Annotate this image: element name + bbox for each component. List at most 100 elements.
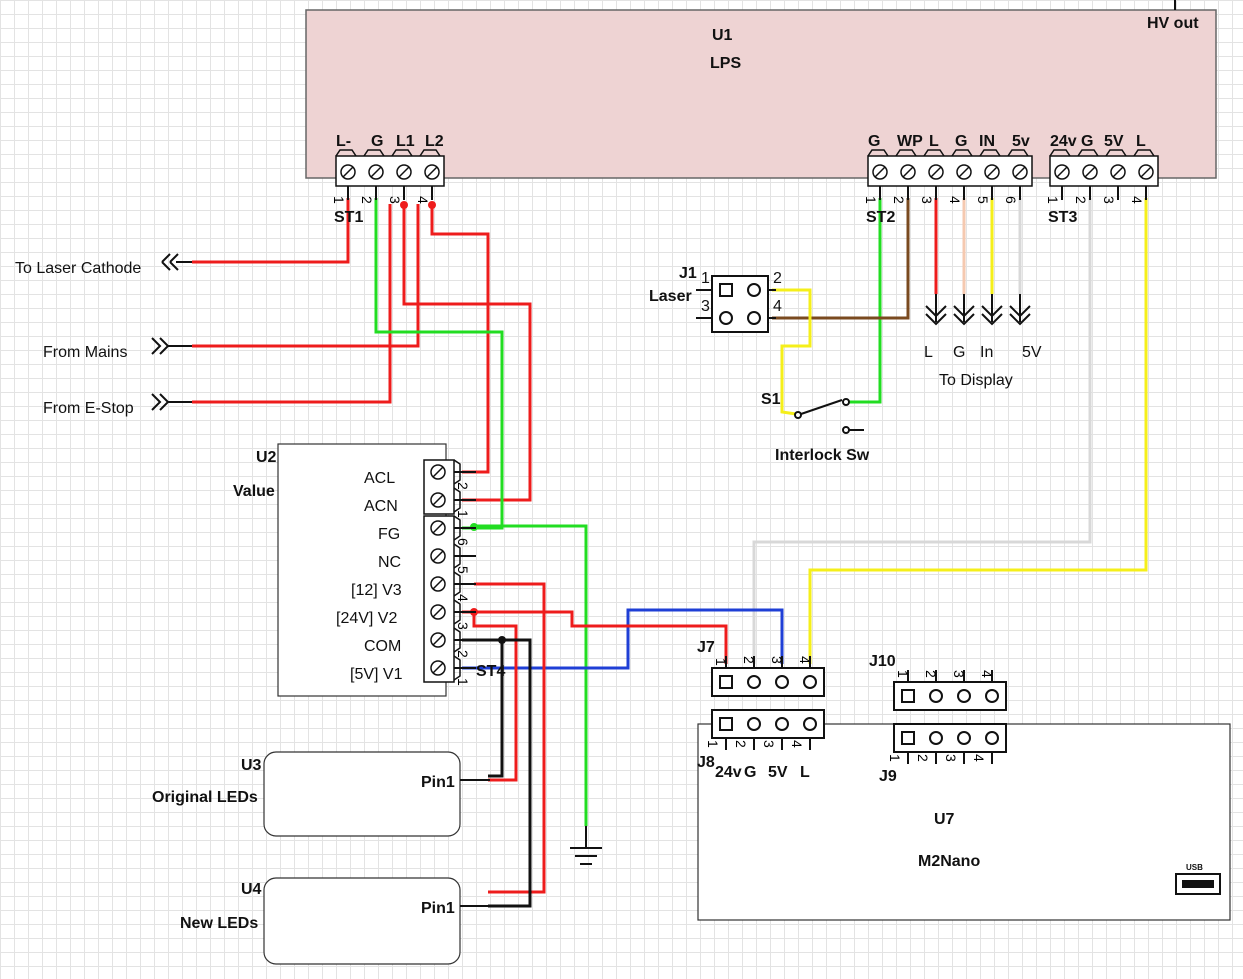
terminal-st2[interactable]: G WP L G IN 5v 1 2 3 4 5 6 ST2 [863, 133, 1033, 226]
st1-screws [340, 164, 440, 180]
terminal-st1[interactable]: L- G L1 L2 1 2 3 4 ST1 [331, 133, 445, 226]
j7-pin3 [775, 675, 789, 689]
st2-ref: ST2 [866, 209, 895, 226]
st3-label-1: 24v [1050, 133, 1077, 150]
u2-body [277, 443, 447, 697]
switch-s1[interactable]: S1 Interlock Sw [761, 391, 870, 464]
st2-pin-6: 6 [1003, 196, 1019, 204]
junction-com [498, 636, 506, 644]
st3-pin-4: 4 [1129, 196, 1145, 204]
j8-label-g: G [744, 764, 756, 781]
u2-pin-com: COM [364, 638, 401, 655]
j1-pin1-square [719, 283, 733, 297]
wire-laser-to-switch [772, 288, 812, 416]
j1-pin-4: 4 [773, 298, 782, 315]
u2-bottom-pin-5: 5 [455, 566, 471, 574]
u2-top-pin-2: 2 [455, 482, 471, 490]
terminal-st3[interactable]: 24v G 5V L 1 2 3 4 ST3 [1045, 133, 1159, 226]
st3-label-3: 5V [1104, 133, 1124, 150]
u2-top-pin-1: 1 [455, 510, 471, 518]
st4-ref: ST4 [476, 663, 505, 680]
st3-label-2: G [1081, 133, 1093, 150]
u2-bottom-pin-1: 1 [455, 678, 471, 686]
u7-ref: U7 [934, 811, 955, 828]
display-caption: To Display [939, 372, 1013, 389]
connector-j1[interactable]: 1 2 3 4 J1 Laser [649, 265, 782, 333]
j1-leads [696, 289, 776, 319]
wire-st2-wp-to-laser [772, 198, 910, 320]
st2-label-6: 5v [1012, 133, 1030, 150]
wire-st2-g-to-switch [848, 198, 882, 404]
j7-pin-stubs [725, 656, 811, 668]
st2-label-1: G [868, 133, 880, 150]
u2-pin-v2: [24V] V2 [336, 610, 397, 627]
st1-top-notches [335, 149, 441, 157]
u2-pin-v1: [5V] V1 [350, 666, 403, 683]
u2-value: Value [233, 483, 275, 500]
st3-label-4: L [1136, 133, 1146, 150]
j7-pin-label-2: 2 [741, 656, 757, 664]
port-mains: From Mains [43, 344, 127, 361]
j8-pin-stubs [725, 738, 811, 750]
st1-pin-stubs [347, 186, 433, 200]
j7-pin1 [719, 675, 733, 689]
header-j8[interactable]: 1 2 3 4 J8 24v G 5V L [697, 709, 825, 781]
u3-ref: U3 [241, 757, 262, 774]
wire-estop [192, 204, 392, 404]
u2-terminal-bottom [423, 515, 455, 683]
lps-value: LPS [710, 55, 741, 72]
u2-pin-stubs [454, 471, 476, 669]
s1-ref: S1 [761, 391, 781, 408]
u4-value: New LEDs [180, 915, 258, 932]
power-supply-u2[interactable]: U2 Value ACL ACN FG NC [12] V3 [24V] V2 … [233, 443, 505, 697]
j9-pin-label-2: 2 [915, 754, 931, 762]
j1-value: Laser [649, 288, 692, 305]
j10-pin-label-2: 2 [923, 670, 939, 678]
j8-pin-label-4: 4 [789, 740, 805, 748]
wire-st3-g-to-j7 [752, 198, 1092, 664]
led-module-u3[interactable]: U3 Original LEDs Pin1 [152, 751, 490, 837]
u4-body [263, 877, 461, 965]
st2-pin-2: 2 [891, 196, 907, 204]
wire-st1-l1-to-acn [402, 204, 532, 502]
j10-ref: J10 [869, 653, 896, 670]
j10-pin2 [929, 689, 943, 703]
u2-pin-acn: ACN [364, 498, 398, 515]
j8-pin3 [775, 717, 789, 731]
wire-st1-g-to-fg [374, 198, 504, 530]
lps-component[interactable]: U1 LPS HV out [305, 0, 1217, 179]
wire-mains-1 [192, 204, 420, 348]
st2-screws [872, 164, 1028, 180]
st1-ref: ST1 [334, 209, 363, 226]
st3-top-notches [1049, 149, 1155, 157]
led-module-u4[interactable]: U4 New LEDs Pin1 [180, 877, 490, 965]
j9-pin-stubs [907, 752, 993, 764]
j7-pin4 [803, 675, 817, 689]
st3-ref: ST3 [1048, 209, 1077, 226]
u2-bottom-pin-4: 4 [455, 594, 471, 602]
header-j7[interactable]: 1 2 3 4 J7 [697, 639, 825, 697]
j1-pin-3: 3 [701, 298, 710, 315]
u2-pin-nc: NC [378, 554, 401, 571]
header-j10[interactable]: 1 2 3 4 J10 [869, 653, 1007, 711]
st3-pin-1: 1 [1045, 196, 1061, 204]
wire-com-bus [462, 638, 532, 908]
port-laser-cathode: To Laser Cathode [15, 260, 141, 277]
u7-value: M2Nano [918, 853, 980, 870]
st2-top-notches [867, 149, 1029, 157]
st2-label-4: G [955, 133, 967, 150]
ground-icon [570, 826, 602, 865]
j10-pin-label-3: 3 [951, 670, 967, 678]
wire-st3-l-to-j7 [808, 198, 1148, 664]
wire-com-to-orig-leds [488, 640, 504, 778]
junction-st1-l1 [400, 201, 408, 209]
estop-arrow [151, 393, 192, 411]
s1-contact-common [794, 411, 802, 419]
display-label-in: In [980, 344, 993, 361]
st2-pin-4: 4 [947, 196, 963, 204]
j1-pin-2: 2 [773, 270, 782, 287]
header-j9[interactable]: 1 2 3 4 J9 [879, 723, 1007, 785]
s1-value: Interlock Sw [775, 447, 870, 464]
j9-pin-label-4: 4 [971, 754, 987, 762]
j7-pin2 [747, 675, 761, 689]
